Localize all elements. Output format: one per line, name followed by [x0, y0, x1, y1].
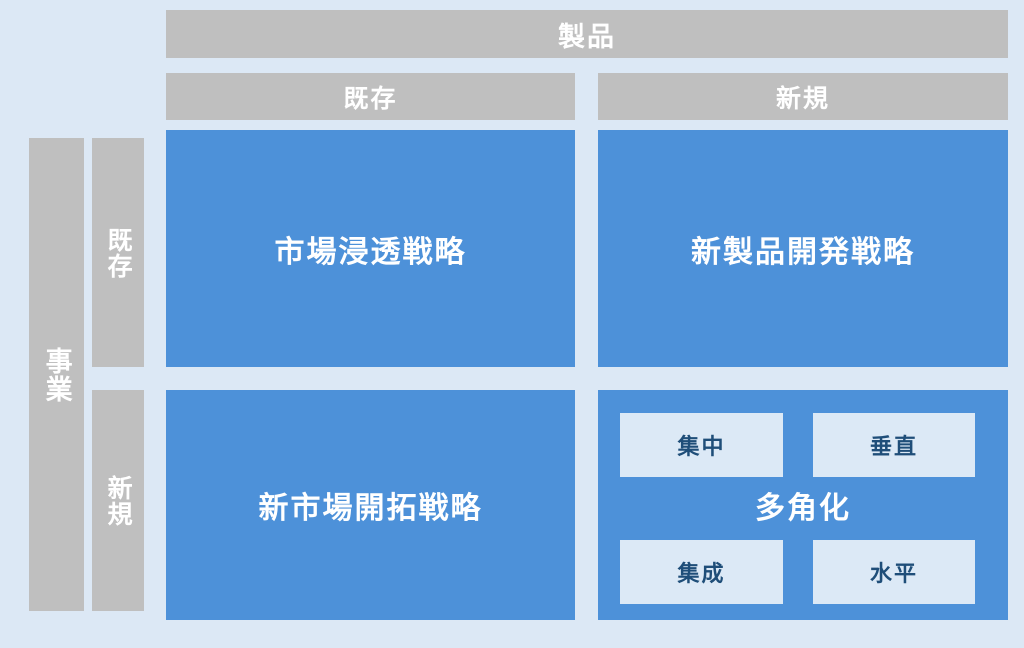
- product-column-header-existing: 既存: [166, 73, 575, 120]
- diversification-type-concentric: 集中: [620, 413, 783, 477]
- diversification-type-horizontal: 水平: [813, 540, 975, 604]
- business-axis-title: 事業: [29, 138, 84, 611]
- product-column-header-new: 新規: [598, 73, 1008, 120]
- quadrant-diversification: 多角化 集中 垂直 集成 水平: [598, 390, 1008, 620]
- quadrant-market-penetration: 市場浸透戦略: [166, 130, 575, 367]
- quadrant-product-development: 新製品開発戦略: [598, 130, 1008, 367]
- business-row-header-new: 新規: [92, 390, 144, 611]
- diversification-type-integrated: 集成: [620, 540, 783, 604]
- product-axis-title: 製品: [166, 10, 1008, 58]
- diversification-type-vertical: 垂直: [813, 413, 975, 477]
- business-row-header-existing: 既存: [92, 138, 144, 367]
- quadrant-market-development: 新市場開拓戦略: [166, 390, 575, 620]
